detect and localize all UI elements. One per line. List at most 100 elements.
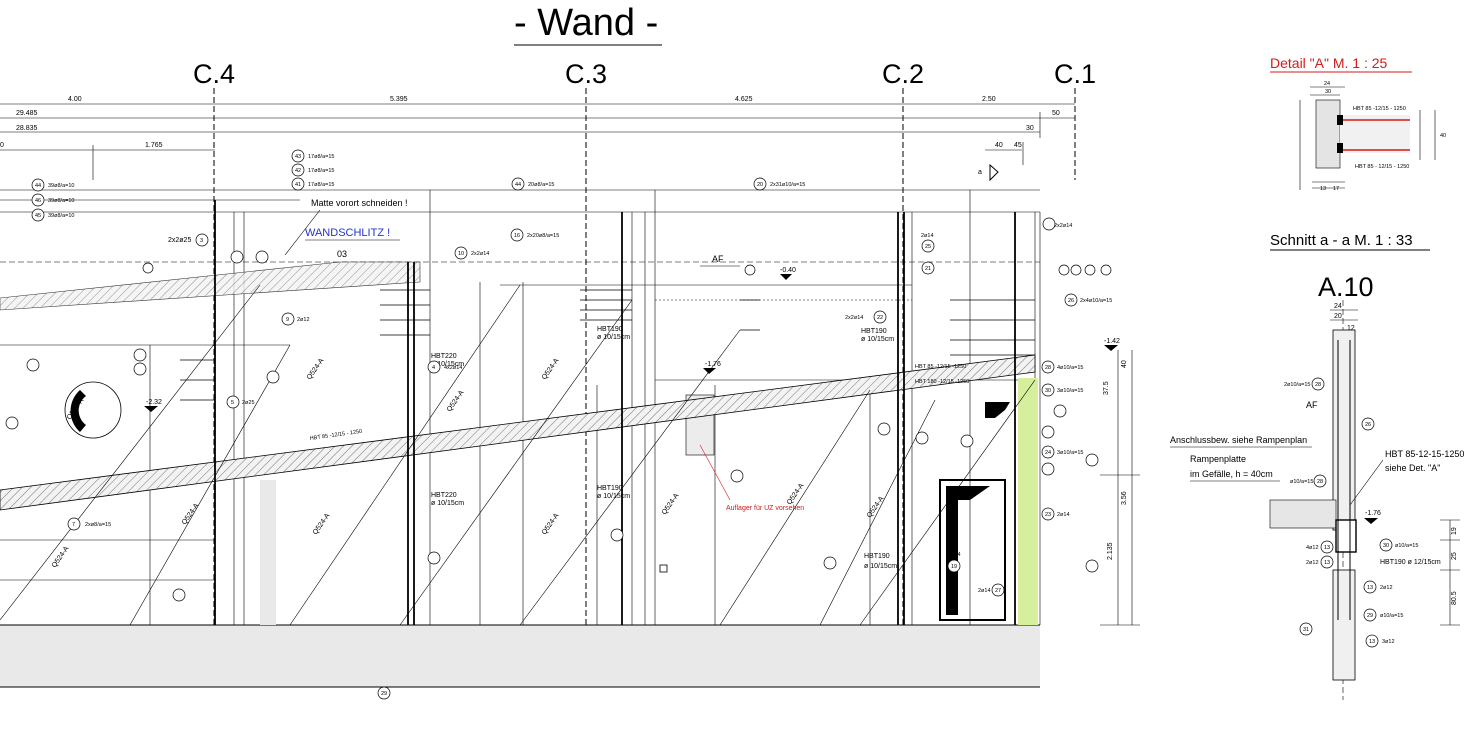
dim-3-56: 3.56 — [1121, 491, 1128, 505]
ramp-slab: HBT 85 -12/15 - 1250 — [0, 261, 1036, 511]
section-bar-29-text: ø10/a=15 — [1380, 613, 1403, 619]
bar-27-text: 2ø14 — [978, 588, 991, 594]
section-hbt190: HBT190 ø 12/15cm — [1380, 559, 1441, 566]
bar-7-num: 7 — [72, 522, 75, 528]
section-af: AF — [1306, 400, 1318, 410]
axis-c4: C.4 — [193, 59, 235, 89]
bar-46-text: 39ø8/a=10 — [48, 198, 74, 204]
section-gefaelle: im Gefälle, h = 40cm — [1190, 469, 1273, 479]
bar-25-num: 25 — [925, 244, 931, 250]
bar-23-text: 2ø14 — [1057, 512, 1070, 518]
hbt85-label: HBT 85 -12/15 -1250 — [915, 364, 966, 370]
bar-45-text: 39ø8/a=10 — [48, 213, 74, 219]
dim-4-00: 4.00 — [68, 96, 82, 103]
section-d805: 80.5 — [1451, 591, 1458, 605]
hbt190-a: HBT190 — [597, 326, 623, 333]
bar-19-text: 2ø14 — [948, 552, 961, 558]
bar-9-num: 9 — [286, 317, 289, 323]
section-bar-28a-num: 28 — [1315, 382, 1321, 388]
dim-37-5: 37.5 — [1103, 381, 1110, 395]
detail-a-d24: 24 — [1324, 81, 1330, 87]
section-a-a: Schnitt a - a M. 1 : 33 A.10 24 20 12 AF… — [1170, 232, 1464, 700]
bar-42-num: 42 — [295, 168, 301, 174]
mesh-label-5: Q524-A — [446, 389, 466, 413]
bar-44b-text: 20ø8/a=15 — [528, 182, 554, 188]
detail-a: Detail "A" M. 1 : 25 HBT 85 -12/15 - 125… — [1270, 55, 1446, 192]
bar-7: 7 2xø8/a=15 — [67, 517, 111, 531]
level-232: -2.32 — [146, 399, 162, 406]
bar-3: 3 2x2ø25 — [168, 233, 209, 247]
bar-20-num: 20 — [757, 182, 763, 188]
hbt220-b-sub: ø 10/15cm — [431, 500, 464, 507]
section-bar-13c-num: 13 — [1367, 585, 1373, 591]
bar-10-num: 10 — [458, 251, 464, 257]
hbt190-a-sub: ø 10/15cm — [597, 334, 630, 341]
bar-22-num: 22 — [877, 315, 883, 321]
bar-26-num: 26 — [1068, 298, 1074, 304]
bar-5-num: 5 — [231, 400, 234, 406]
dim-40-v: 40 — [1121, 360, 1128, 368]
bar-26: 26 2x4ø10/a=15 — [1064, 293, 1112, 307]
section-anschluss: Anschlussbew. siehe Rampenplan — [1170, 435, 1307, 445]
bar-26-text: 2x4ø10/a=15 — [1080, 298, 1112, 304]
section-d24: 24 — [1334, 303, 1342, 310]
dim-30: 30 — [1026, 125, 1034, 132]
section-d12: 12 — [1347, 325, 1355, 332]
bar-19-num: 19 — [951, 564, 957, 570]
bar-3-text: 2x2ø25 — [168, 237, 191, 244]
bar-24-text: 3ø10/a=15 — [1057, 450, 1083, 456]
hbt220-b: HBT220 — [431, 492, 457, 499]
bar-45-num: 45 — [35, 213, 41, 219]
bar-4: 4 4x2ø14 — [427, 360, 462, 374]
dim-4-625: 4.625 — [735, 96, 753, 103]
section-hbt85: HBT 85-12-15-1250 — [1385, 449, 1464, 459]
bar-42-text: 17ø8/a=15 — [308, 168, 334, 174]
hbt190-d: HBT190 — [864, 553, 890, 560]
axis-c1: C.1 — [1054, 59, 1096, 89]
bar-10-text: 2x2ø14 — [471, 251, 489, 257]
axis-c2: C.2 — [882, 59, 924, 89]
bar-42: 42 17ø8/a=15 — [291, 163, 334, 177]
level-040: -0.40 — [780, 267, 796, 274]
section-bar-28b-text: ø10/a=15 — [1290, 479, 1313, 485]
bar-44b-num: 44 — [515, 182, 521, 188]
auflager-note: Auflager für UZ vorsehen — [726, 505, 804, 512]
bar-25: 25 2x2ø14 — [921, 223, 1072, 253]
af-label: AF — [712, 254, 724, 264]
mesh-label-9: Q524-A — [786, 482, 806, 506]
bar-46-num: 46 — [35, 198, 41, 204]
bar-44-num: 44 — [35, 183, 41, 189]
bar-7-text: 2xø8/a=15 — [85, 522, 111, 528]
bar-24-num: 24 — [1045, 450, 1051, 456]
dimension-chains: 4.00 5.395 4.625 2.50 29.485 50 28.835 3… — [0, 96, 1075, 182]
detail-a-label2: HBT 85 - 12/15 - 1250 — [1355, 164, 1409, 170]
axis-grid: C.4 C.3 C.2 C.1 — [193, 59, 1096, 625]
bar-25-text: 2x2ø14 — [1054, 223, 1072, 229]
section-bar-13d-num: 13 — [1369, 639, 1375, 645]
section-bar-31-num: 31 — [1303, 627, 1309, 633]
level-176: -1.76 — [705, 361, 721, 368]
bar-24: 24 3ø10/a=15 — [1041, 445, 1083, 459]
matte-note: Matte vorort schneiden ! — [311, 198, 408, 208]
bar-29: 29 — [377, 686, 391, 700]
dim-1-765: 1.765 — [145, 142, 163, 149]
section-bar-28a-text: 2ø10/a=15 — [1284, 382, 1310, 388]
level-142: -1.42 — [1104, 338, 1120, 345]
bar-3-num: 3 — [200, 238, 203, 244]
dim-28-835: 28.835 — [16, 125, 38, 132]
bar-4-num: 4 — [432, 365, 435, 371]
bar-27-num: 27 — [995, 588, 1001, 594]
section-bar-13b-num: 13 — [1324, 560, 1330, 566]
section-bar-13c-text: 2ø12 — [1380, 585, 1393, 591]
axis-c3: C.3 — [565, 59, 607, 89]
bar-4-text: 4x2ø14 — [444, 365, 462, 371]
